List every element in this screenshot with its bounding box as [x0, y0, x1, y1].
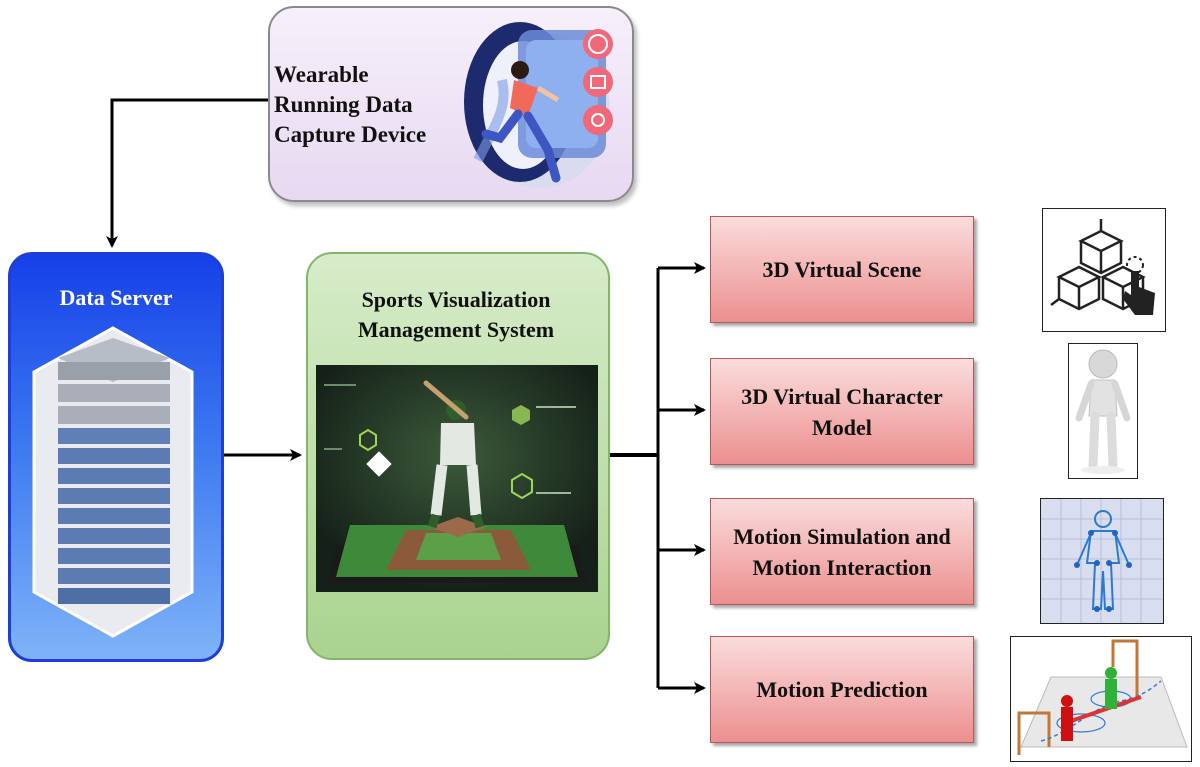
server-rack-icon	[32, 326, 194, 638]
module-motion-simulation-interaction: Motion Simulation and Motion Interaction	[710, 498, 974, 605]
baseball-player-icon	[316, 365, 598, 592]
sports-system-label: Sports Visualization Management System	[357, 287, 555, 342]
module-3d-virtual-scene: 3D Virtual Scene	[710, 216, 974, 323]
smartwatch-runner-icon	[464, 22, 613, 188]
arrow-wearable-to-server	[106, 98, 268, 248]
module-motion-prediction: Motion Prediction	[710, 636, 974, 743]
cubes-touch-icon	[1042, 208, 1166, 332]
data-server-label: Data Server	[59, 285, 173, 310]
3d-figure-icon	[1068, 343, 1138, 479]
motion-path-icon	[1010, 636, 1192, 762]
module-3d-virtual-character-model: 3D Virtual Character Model	[710, 358, 974, 465]
wearable-label: Wearable Running Data Capture Device	[274, 62, 427, 147]
skeleton-grid-icon	[1040, 498, 1164, 624]
